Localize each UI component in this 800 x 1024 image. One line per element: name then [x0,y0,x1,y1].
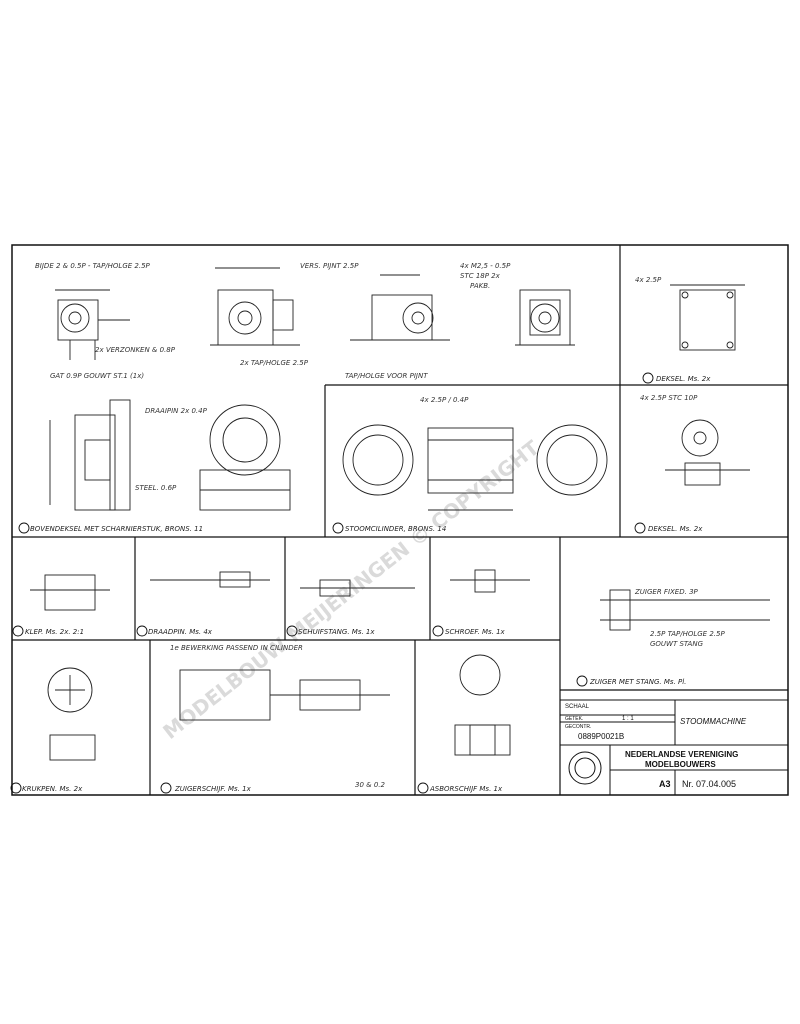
note-p1i: PAKB. [470,282,490,290]
caption-panel-7: ZUIGERSCHIJF. Ms. 1x [174,785,252,793]
title-block-scale-label: SCHAAL [565,704,590,710]
panel-3-4-drawings [665,284,750,486]
title-block-sheet-size: A3 [659,779,671,789]
note-p1j: DRAAIPIN 2x 0.4P [145,407,208,415]
title-block-number: Nr. 07.04.005 [682,779,736,789]
sheet-border [11,244,789,796]
title-block [559,699,789,796]
note-p1g: 4x M2,5 - 0.5P [460,262,511,270]
note-p1a: BIJDE 2 & 0.5P - TAP/HOLGE 2.5P [35,262,151,270]
note-p1f: TAP/HOLGE VOOR PIJNT [345,372,428,380]
note-p4a: 4x 2.5P [635,276,662,284]
note-p1d: VERS. PIJNT 2.5P [300,262,359,270]
note-p1k: STEEL. 0.6P [135,484,177,492]
caption-panel-5: ZUIGER MET STANG. Ms. Pl. [589,678,686,686]
note-p2a: 4x 2.5P / 0.4P [420,396,469,404]
middle-row-drawings [30,569,770,631]
panel-2-drawings [342,424,608,511]
title-block-org-line2: MODELBOUWERS [645,760,716,769]
title-block-org-line1: NEDERLANDSE VERENIGING [625,750,738,759]
note-p1c: GAT 0.9P GOUWT ST.1 (1x) [50,372,144,380]
title-block-title: STOOMMACHINE [680,717,747,726]
note-p5a: ZUIGER FIXED. 3P [634,588,699,596]
title-block-checked-label: GECONTR. [565,724,591,730]
caption-panel-3: DEKSEL. Ms. 2x [648,525,703,533]
caption-panel-4: DEKSEL. Ms. 2x [656,375,711,383]
note-p3a: 4x 2.5P STC 10P [640,394,698,402]
panel-number-markers [10,372,654,794]
note-p7a: 1e BEWERKING PASSEND IN CILINDER [170,644,303,652]
panel-1-drawings [49,267,575,511]
bottom-row-drawings [47,654,511,761]
caption-panel-12: SCHROEF. Ms. 1x [445,628,506,636]
note-p7b: 30 & 0.2 [355,781,385,789]
caption-panel-9: KLEP. Ms. 2x. 2:1 [25,628,84,636]
caption-panel-11: SCHUIFSTANG. Ms. 1x [298,628,375,636]
caption-panel-10: DRAADPIN. Ms. 4x [148,628,213,636]
title-block-code: 0889P0021B [578,732,624,741]
title-block-drawn-label: GETEK. [565,716,583,722]
watermark-text: MODELBOUW MEIJERINGEN © COPYRIGHT [158,435,544,744]
note-p1h: STC 18P 2x [460,272,501,280]
caption-panel-2: STOOMCILINDER, BRONS. 14 [345,525,446,533]
caption-panel-6: KRUKPEN. Ms. 2x [22,785,83,793]
note-p1e: 2x TAP/HOLGE 2.5P [240,359,309,367]
panel-grid [12,245,788,795]
note-p1b: 2x VERZONKEN & 0.8P [95,346,176,354]
title-block-scale-value: 1 : 1 [622,716,634,722]
caption-panel-1: BOVENDEKSEL MET SCHARNIERSTUK, BRONS. 11 [30,525,203,533]
note-p5b: 2.5P TAP/HOLGE 2.5P [650,630,725,638]
note-p5c: GOUWT STANG [650,640,704,648]
caption-panel-8: ASBORSCHIJF Ms. 1x [429,785,503,793]
